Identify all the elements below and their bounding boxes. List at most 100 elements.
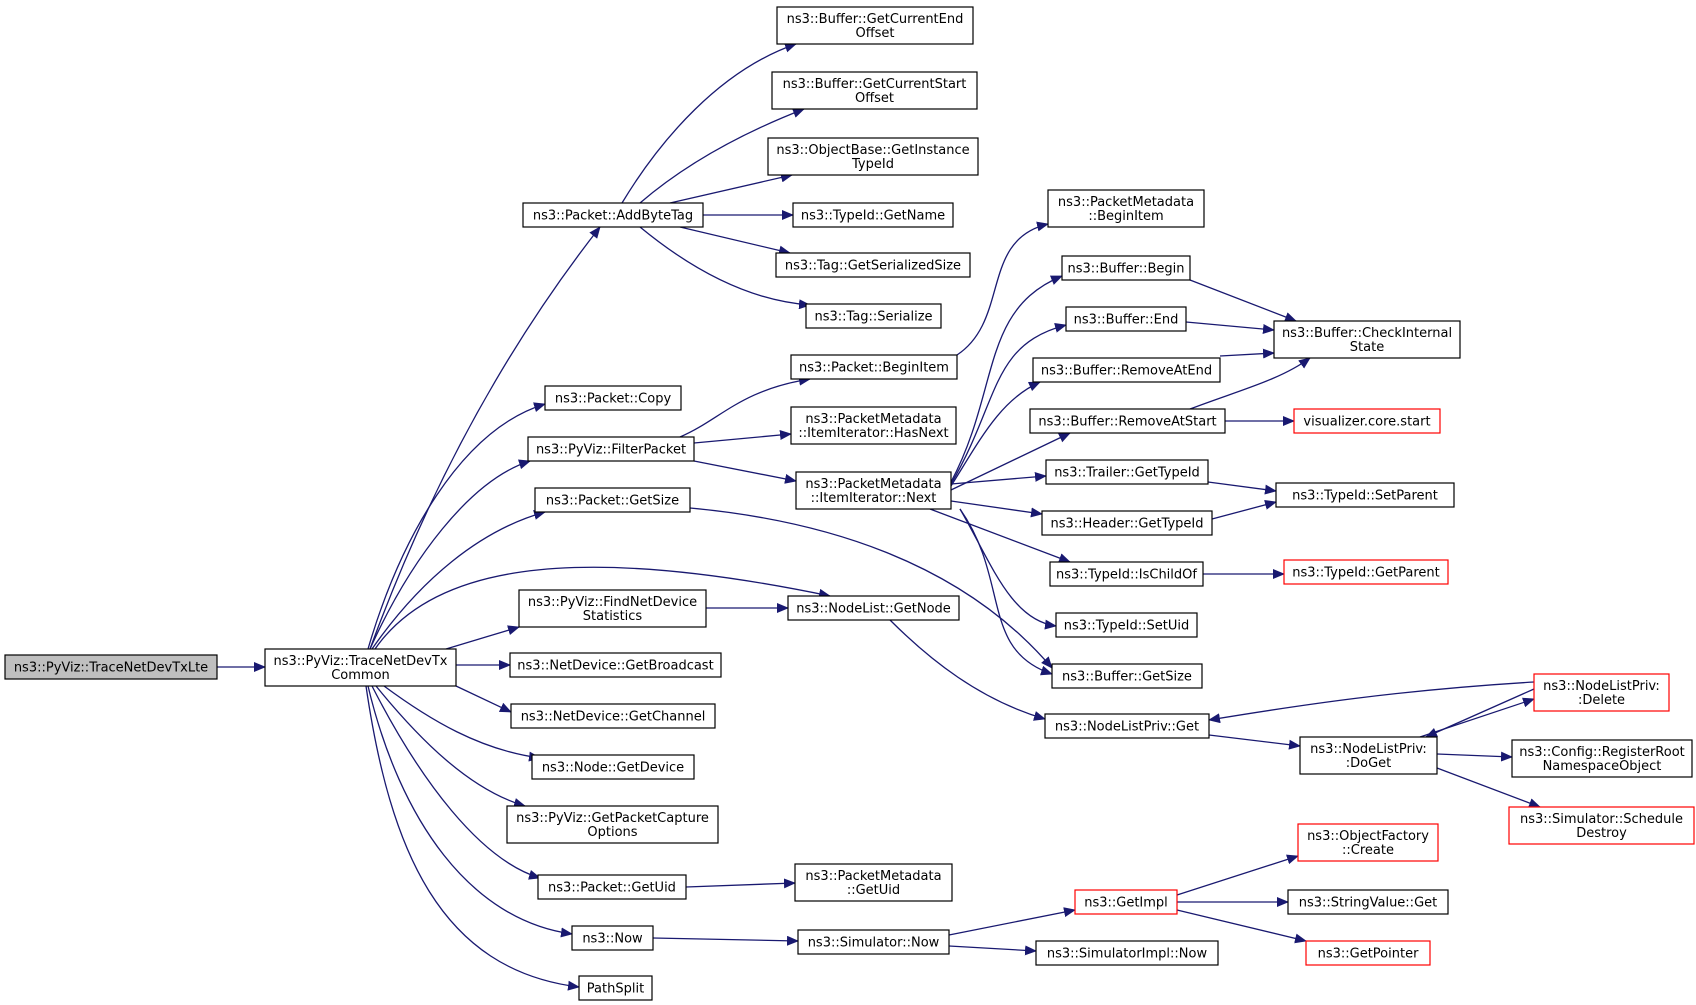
node-nodelistget[interactable]: ns3::NodeList::GetNode	[787, 595, 960, 621]
node-bufgetsize[interactable]: ns3::Buffer::GetSize	[1051, 663, 1203, 689]
node-ischildof[interactable]: ns3::TypeId::IsChildOf	[1049, 561, 1204, 587]
node-pktbeginitem[interactable]: ns3::Packet::BeginItem	[790, 354, 958, 380]
node-vizstart[interactable]: visualizer.core.start	[1293, 408, 1441, 434]
node-getpointer[interactable]: ns3::GetPointer	[1305, 940, 1431, 966]
edge-addbytetag-to-objinst	[669, 172, 793, 204]
edge-bufend-to-checkinternal	[1185, 321, 1275, 334]
edge-bufremstart-to-checkinternal	[1189, 357, 1311, 410]
edge-pmnext-to-bufgetsize	[959, 508, 1053, 676]
node-getbroadcast[interactable]: ns3::NetDevice::GetBroadcast	[509, 652, 722, 678]
node-bufbegin[interactable]: ns3::Buffer::Begin	[1061, 255, 1191, 281]
node-nlprivdelete[interactable]: ns3::NodeListPriv::Delete	[1533, 673, 1670, 712]
node-copy[interactable]: ns3::Packet::Copy	[544, 385, 682, 411]
node-label-vizstart-0: visualizer.core.start	[1303, 415, 1430, 430]
node-pmhasnext[interactable]: ns3::PacketMetadata::ItemIterator::HasNe…	[790, 406, 957, 445]
node-getparent[interactable]: ns3::TypeId::GetParent	[1283, 559, 1449, 585]
node-box-simimplnow	[1035, 940, 1219, 966]
node-box-stringvalget	[1287, 889, 1449, 915]
node-box-getdevice	[531, 754, 695, 780]
node-label-pmnext-1: ::ItemIterator::Next	[811, 491, 937, 506]
node-headertypeid[interactable]: ns3::Header::GetTypeId	[1041, 510, 1213, 536]
node-box-common	[264, 648, 457, 687]
node-trailertypeid[interactable]: ns3::Trailer::GetTypeId	[1045, 459, 1209, 485]
edge-bufbegin-to-checkinternal	[1189, 279, 1297, 322]
node-label-checkinternal-0: ns3::Buffer::CheckInternal	[1282, 326, 1452, 341]
node-label-trailertypeid-0: ns3::Trailer::GetTypeId	[1054, 466, 1200, 481]
edge-common-to-filterpacket	[369, 459, 531, 650]
node-label-nlprivdoget-0: ns3::NodeListPriv:	[1310, 742, 1427, 757]
node-nlprivdoget[interactable]: ns3::NodeListPriv::DoGet	[1299, 736, 1438, 775]
node-label-checkinternal-1: State	[1350, 340, 1384, 355]
node-setuid[interactable]: ns3::TypeId::SetUid	[1055, 612, 1198, 638]
node-now[interactable]: ns3::Now	[571, 925, 654, 951]
node-box-bufremend	[1032, 357, 1221, 383]
node-label-objinst-0: ns3::ObjectBase::GetInstance	[776, 143, 969, 158]
edge-simnow-to-getimpl	[948, 907, 1076, 936]
edge-getimpl-to-getpointer	[1176, 909, 1307, 944]
node-addbytetag[interactable]: ns3::Packet::AddByteTag	[522, 202, 704, 228]
node-getuid[interactable]: ns3::Packet::GetUid	[537, 874, 687, 900]
node-bufremend[interactable]: ns3::Buffer::RemoveAtEnd	[1032, 357, 1221, 383]
node-simnow[interactable]: ns3::Simulator::Now	[797, 929, 950, 955]
node-label-pmnext-0: ns3::PacketMetadata	[805, 477, 941, 492]
node-getsize[interactable]: ns3::Packet::GetSize	[534, 487, 691, 513]
node-label-findnetdev-0: ns3::PyViz::FindNetDevice	[528, 595, 697, 610]
node-box-trailertypeid	[1045, 459, 1209, 485]
edge-pmnext-to-ischildof	[929, 508, 1071, 563]
node-getchannel[interactable]: ns3::NetDevice::GetChannel	[510, 703, 716, 729]
edge-nlprivdoget-to-registerroot	[1436, 751, 1513, 762]
node-stringvalget[interactable]: ns3::StringValue::Get	[1287, 889, 1449, 915]
node-filterpacket[interactable]: ns3::PyViz::FilterPacket	[527, 436, 695, 462]
node-getdevice[interactable]: ns3::Node::GetDevice	[531, 754, 695, 780]
node-label-nlprivdoget-1: :DoGet	[1346, 756, 1392, 771]
node-label-getimpl-0: ns3::GetImpl	[1084, 896, 1168, 911]
node-label-bufcurstart-0: ns3::Buffer::GetCurrentStart	[783, 77, 967, 92]
node-label-objinst-1: TypeId	[851, 157, 894, 172]
node-label-filterpacket-0: ns3::PyViz::FilterPacket	[536, 443, 686, 458]
edge-filterpacket-to-pktbeginitem	[679, 375, 811, 438]
node-label-bufgetsize-0: ns3::Buffer::GetSize	[1062, 670, 1192, 685]
node-pathsplit[interactable]: PathSplit	[578, 975, 653, 1001]
node-label-addbytetag-0: ns3::Packet::AddByteTag	[533, 209, 693, 224]
node-objfactory[interactable]: ns3::ObjectFactory::Create	[1297, 823, 1439, 862]
node-label-nlprivdelete-1: :Delete	[1578, 693, 1625, 708]
node-box-registerroot	[1511, 739, 1693, 778]
node-getimpl[interactable]: ns3::GetImpl	[1074, 889, 1178, 915]
node-label-schedule-0: ns3::Simulator::Schedule	[1520, 812, 1683, 827]
node-label-copy-0: ns3::Packet::Copy	[555, 392, 672, 407]
node-typeidname[interactable]: ns3::TypeId::GetName	[792, 202, 954, 228]
edge-nlprivdelete-to-nlprivdoget	[1425, 688, 1535, 738]
edge-addbytetag-to-tagsersize	[679, 226, 791, 256]
node-simimplnow[interactable]: ns3::SimulatorImpl::Now	[1035, 940, 1219, 966]
node-label-objfactory-0: ns3::ObjectFactory	[1307, 829, 1429, 844]
node-label-registerroot-0: ns3::Config::RegisterRoot	[1519, 745, 1685, 760]
node-setparent[interactable]: ns3::TypeId::SetParent	[1275, 482, 1455, 508]
node-pmgetuid[interactable]: ns3::PacketMetadata::GetUid	[794, 863, 953, 902]
node-label-tagsersize-0: ns3::Tag::GetSerializedSize	[785, 259, 961, 274]
node-tagserialize[interactable]: ns3::Tag::Serialize	[805, 303, 942, 329]
node-pmnext[interactable]: ns3::PacketMetadata::ItemIterator::Next	[795, 471, 952, 510]
node-pmbeginitem[interactable]: ns3::PacketMetadata::BeginItem	[1047, 189, 1205, 228]
node-bufremstart[interactable]: ns3::Buffer::RemoveAtStart	[1029, 408, 1226, 434]
node-label-getsize-0: ns3::Packet::GetSize	[546, 494, 679, 509]
node-label-getpcapopts-1: Options	[587, 825, 637, 840]
edge-headertypeid-to-setparent	[1211, 499, 1277, 520]
node-label-getdevice-0: ns3::Node::GetDevice	[542, 761, 684, 776]
node-box-tagsersize	[775, 252, 971, 278]
edge-nlprivget-to-nlprivdoget	[1208, 734, 1301, 750]
node-tagsersize[interactable]: ns3::Tag::GetSerializedSize	[775, 252, 971, 278]
node-box-pmhasnext	[790, 406, 957, 445]
node-bufend[interactable]: ns3::Buffer::End	[1065, 306, 1187, 332]
node-nlprivget[interactable]: ns3::NodeListPriv::Get	[1044, 713, 1210, 739]
